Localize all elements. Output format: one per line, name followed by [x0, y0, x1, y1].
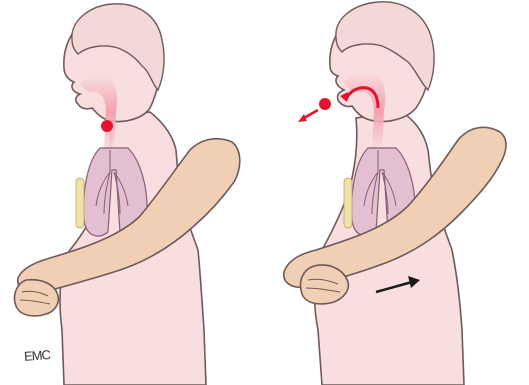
fist-right: [301, 265, 349, 304]
panel-after-thrust: [284, 2, 506, 385]
illustrator-credit: EMC: [24, 347, 51, 364]
spine-left: [76, 178, 84, 228]
expelled-object: [319, 98, 331, 110]
expelled-motion-head: [298, 114, 307, 122]
expelled-motion-line: [304, 110, 318, 118]
obstruction-left: [101, 120, 113, 132]
spine-right: [344, 178, 352, 228]
panel-before-thrust: [14, 4, 239, 385]
fist-left: [14, 280, 58, 316]
